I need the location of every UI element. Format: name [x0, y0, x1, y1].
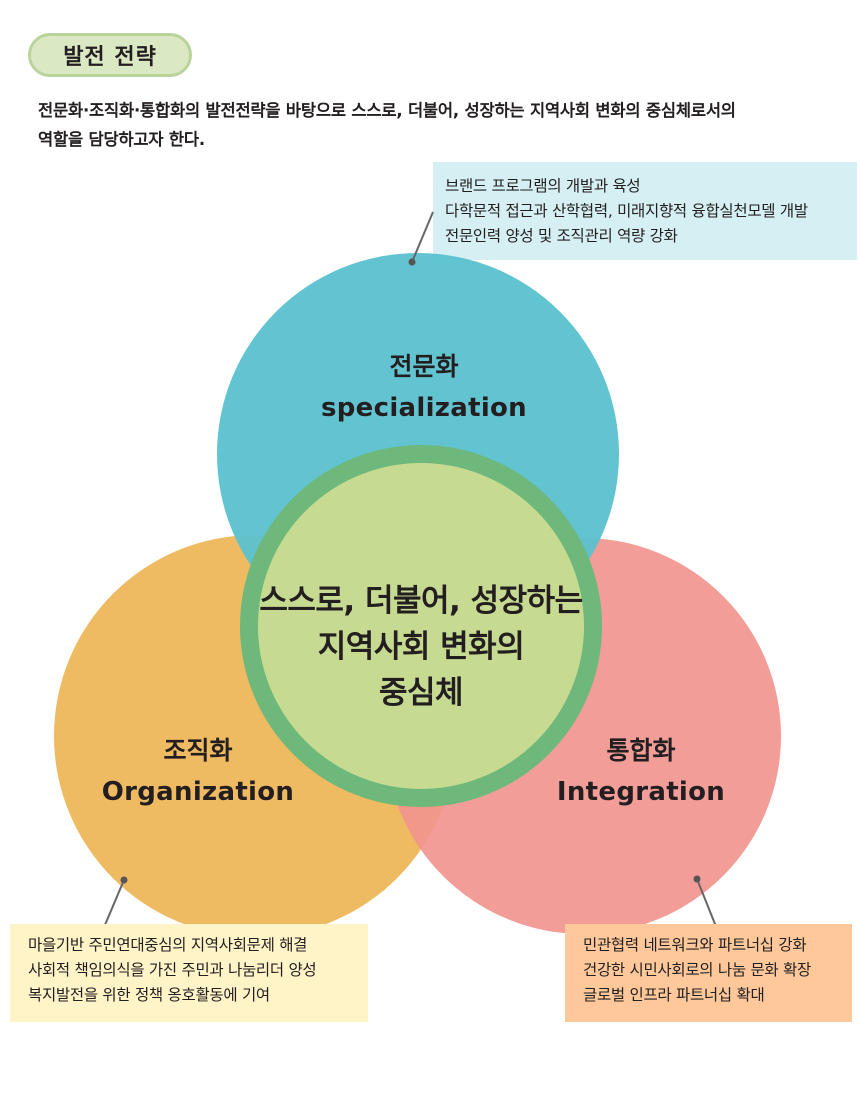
intro-line-2: 역할을 담당하고자 한다. — [38, 130, 205, 149]
callout-integration-item: 글로벌 인프라 파트너십 확대 — [583, 986, 765, 1004]
center-statement: 스스로, 더불어, 성장하는 지역사회 변화의 중심체 — [259, 578, 583, 716]
organization-connector-dot — [120, 876, 128, 884]
integration-connector — [696, 878, 718, 930]
center-line: 지역사회 변화의 — [317, 629, 525, 665]
section-title: 발전 전략 — [63, 45, 157, 70]
integration-label: 통합화 Integration — [557, 731, 725, 813]
organization-connector — [101, 879, 125, 933]
specialization-label: 전문화 specialization — [321, 347, 527, 429]
integration-connector-dot — [693, 875, 701, 883]
callout-specialization-item: 브랜드 프로그램의 개발과 육성 — [445, 177, 641, 195]
intro-line-1: 전문화·조직화·통합화의 발전전략을 바탕으로 스스로, 더불어, 성장하는 지… — [38, 101, 736, 120]
section-title-badge: 발전 전략 — [28, 33, 192, 77]
callout-specialization: 브랜드 프로그램의 개발과 육성 다학문적 접근과 산학협력, 미래지향적 융합… — [433, 162, 857, 260]
specialization-connector — [411, 211, 434, 263]
specialization-connector-dot — [408, 258, 416, 266]
callout-integration: 민관협력 네트워크와 파트너십 강화 건강한 시민사회로의 나눔 문화 확장 글… — [565, 924, 852, 1022]
callout-specialization-item: 다학문적 접근과 산학협력, 미래지향적 융합실천모델 개발 — [445, 202, 808, 220]
center-circle — [240, 445, 602, 807]
specialization-label-ko: 전문화 — [389, 352, 459, 381]
callout-organization-item: 마을기반 주민연대중심의 지역사회문제 해결 — [28, 936, 308, 954]
callout-integration-item: 건강한 시민사회로의 나눔 문화 확장 — [583, 961, 811, 979]
specialization-label-en: specialization — [320, 393, 528, 423]
callout-organization-item: 복지발전을 위한 정책 옹호활동에 기여 — [28, 986, 270, 1004]
center-line: 스스로, 더불어, 성장하는 — [259, 583, 583, 619]
organization-label-en: Organization — [101, 777, 295, 807]
integration-label-ko: 통합화 — [606, 736, 676, 765]
callout-integration-item: 민관협력 네트워크와 파트너십 강화 — [583, 936, 807, 954]
center-line: 중심체 — [378, 675, 464, 711]
organization-label-ko: 조직화 — [163, 736, 233, 765]
integration-label-en: Integration — [556, 777, 726, 807]
callout-organization: 마을기반 주민연대중심의 지역사회문제 해결 사회적 책임의식을 가진 주민과 … — [10, 924, 368, 1022]
callout-specialization-item: 전문인력 양성 및 조직관리 역량 강화 — [445, 227, 678, 245]
intro-paragraph: 전문화·조직화·통합화의 발전전략을 바탕으로 스스로, 더불어, 성장하는 지… — [38, 96, 854, 154]
organization-label: 조직화 Organization — [102, 731, 295, 813]
callout-organization-item: 사회적 책임의식을 가진 주민과 나눔리더 양성 — [28, 961, 317, 979]
